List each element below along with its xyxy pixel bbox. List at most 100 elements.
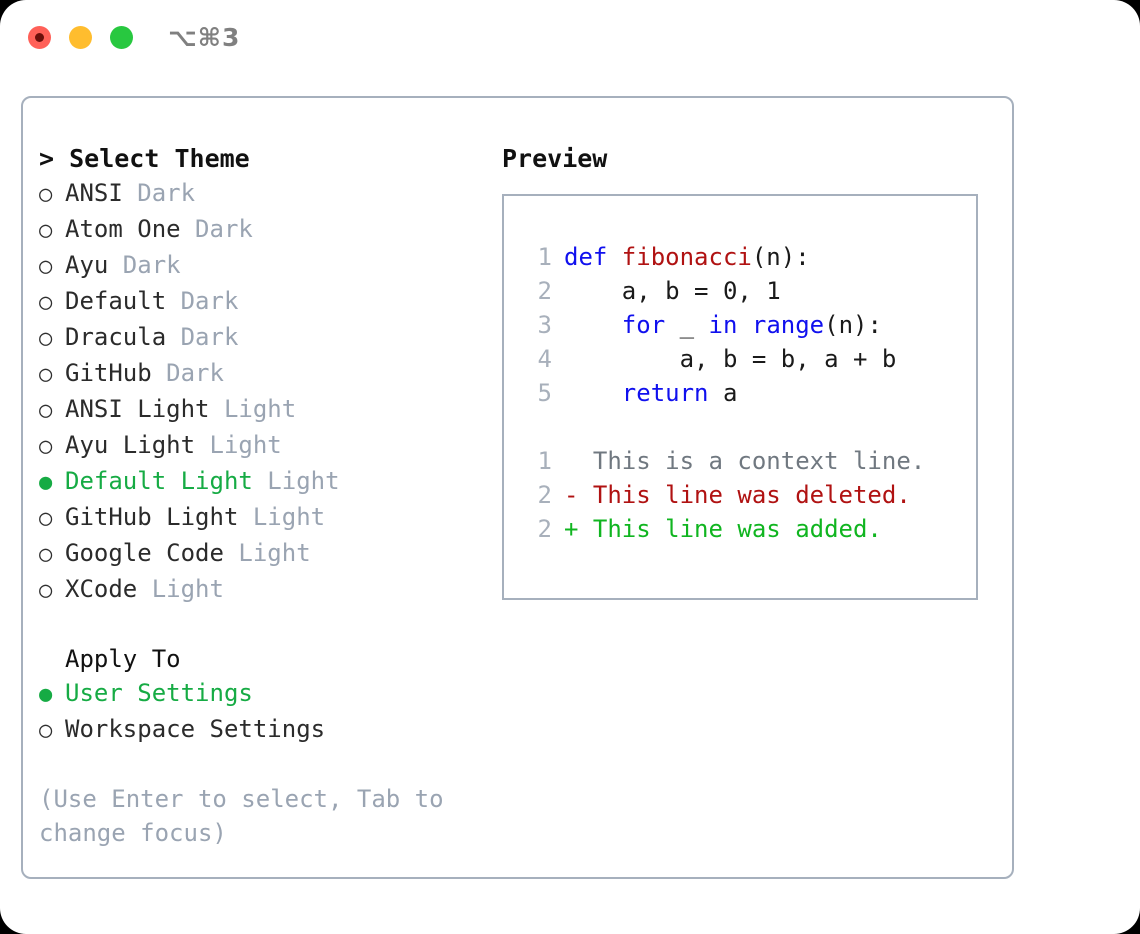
theme-option-default-light[interactable]: ●Default Light Light [39,464,499,500]
radio-unselected-icon: ○ [39,578,53,603]
code-line-text: def fibonacci(n): [564,240,810,274]
theme-option-xcode[interactable]: ○ XCode Light [39,572,499,608]
theme-option-label: Default Light [65,467,253,495]
theme-list[interactable]: ○ANSI Dark○Atom One Dark○Ayu Dark○Defaul… [39,176,499,608]
apply-to-option-label: User Settings [65,679,253,707]
diff-line-text-del: - This line was deleted. [564,481,911,509]
diff-line: 2 - This line was deleted. [504,478,976,512]
theme-option-github[interactable]: ○ GitHub Dark [39,356,499,392]
line-number: 4 [537,345,552,373]
theme-option-label: Ayu Light [65,431,196,459]
theme-option-google-code[interactable]: ○Google Code Light [39,536,499,572]
theme-option-tag: Light [238,503,326,531]
line-number: 2 [537,481,552,509]
radio-unselected-icon: ○ [39,182,53,207]
diff-sample: 1 This is a context line. 2 - This line wa… [504,444,976,546]
theme-option-tag: Dark [108,251,181,279]
code-token-plain: (n): [824,311,882,339]
diff-line: 1 This is a context line. [504,444,976,478]
radio-unselected-icon: ○ [39,542,53,567]
theme-option-tag: Light [195,431,282,459]
keyboard-hint-text: (Use Enter to select, Tab to change focu… [39,785,459,847]
radio-unselected-icon: ○ [39,326,53,351]
theme-option-ayu[interactable]: ○ Ayu Dark [39,248,499,284]
code-line-text: return a [564,376,738,410]
radio-unselected-icon: ○ [39,362,53,387]
code-line-text: for _ in range(n): [564,308,882,342]
radio-unselected-icon: ○ [39,398,53,423]
theme-option-label: GitHub [65,359,152,387]
code-token-kw: range [751,311,825,339]
code-token-plain [737,311,751,339]
title-bar: ⌥⌘3 [0,0,1140,78]
theme-option-tag: Dark [122,179,196,207]
theme-option-label: ANSI [65,179,123,207]
code-token-plain: (n): [751,243,810,271]
code-token-plain: _ [665,311,709,339]
theme-option-tag: Dark [166,323,239,351]
line-number: 5 [537,379,552,407]
radio-unselected-icon: ○ [39,290,53,315]
line-number: 1 [537,447,552,475]
apply-to-list[interactable]: ● User Settings ○ Workspace Settings [39,676,499,748]
code-token-plain [564,379,622,407]
code-line: 2 a, b = 0, 1 [504,274,976,308]
theme-option-ansi-light[interactable]: ○ ANSI Light Light [39,392,499,428]
apply-to-title: Apply To [65,645,181,673]
close-window-button[interactable] [28,26,51,49]
theme-option-ayu-light[interactable]: ○ Ayu Light Light [39,428,499,464]
code-token-kw: for [621,311,666,339]
diff-line-text-add: + This line was added. [564,515,882,543]
code-token-plain: a, b = b, a + b [564,345,897,373]
theme-option-label: Atom One [65,215,181,243]
radio-unselected-icon: ○ [39,718,53,743]
radio-unselected-icon: ○ [39,434,53,459]
theme-option-label: XCode [65,575,138,603]
diff-line: 2 + This line was added. [504,512,976,546]
code-token-plain [564,311,622,339]
window-controls [28,26,133,49]
theme-option-tag: Dark [166,287,239,315]
diff-line-text-ctx: This is a context line. [564,447,926,475]
code-line-text: a, b = b, a + b [564,342,897,376]
theme-option-tag: Dark [180,215,253,243]
theme-option-label: GitHub Light [65,503,239,531]
theme-option-atom-one[interactable]: ○Atom One Dark [39,212,499,248]
theme-option-tag: Light [137,575,224,603]
line-number: 2 [537,515,552,543]
apply-to-option-user-settings[interactable]: ● User Settings [39,676,499,712]
radio-selected-icon: ● [39,682,53,707]
theme-option-label: ANSI Light [65,395,210,423]
apply-to-option-workspace-settings[interactable]: ○ Workspace Settings [39,712,499,748]
theme-option-github-light[interactable]: ○ GitHub Light Light [39,500,499,536]
spacer [39,608,499,642]
line-number: 3 [537,311,552,339]
theme-option-dracula[interactable]: ○Dracula Dark [39,320,499,356]
code-token-plain: a, b = 0, 1 [564,277,781,305]
theme-option-label: Google Code [65,539,224,567]
code-line-text: a, b = 0, 1 [564,274,781,308]
line-number: 2 [537,277,552,305]
minimize-window-button[interactable] [69,26,92,49]
theme-option-label: Default [65,287,167,315]
select-theme-header: > Select Theme [39,144,250,173]
maximize-window-button[interactable] [110,26,133,49]
code-token-plain: a [708,379,738,407]
code-line: 5 return a [504,376,976,410]
preview-header: Preview [502,144,608,173]
apply-to-option-label: Workspace Settings [65,715,326,743]
code-diff-spacer [504,410,976,444]
radio-unselected-icon: ○ [39,506,53,531]
theme-option-label: Ayu [65,251,109,279]
theme-option-tag: Dark [151,359,224,387]
theme-option-tag: Light [209,395,297,423]
radio-unselected-icon: ○ [39,254,53,279]
theme-option-ansi[interactable]: ○ ANSI Dark [39,176,499,212]
radio-selected-icon: ● [39,470,53,495]
code-token-kw: return [621,379,709,407]
theme-option-default[interactable]: ○ Default Dark [39,284,499,320]
